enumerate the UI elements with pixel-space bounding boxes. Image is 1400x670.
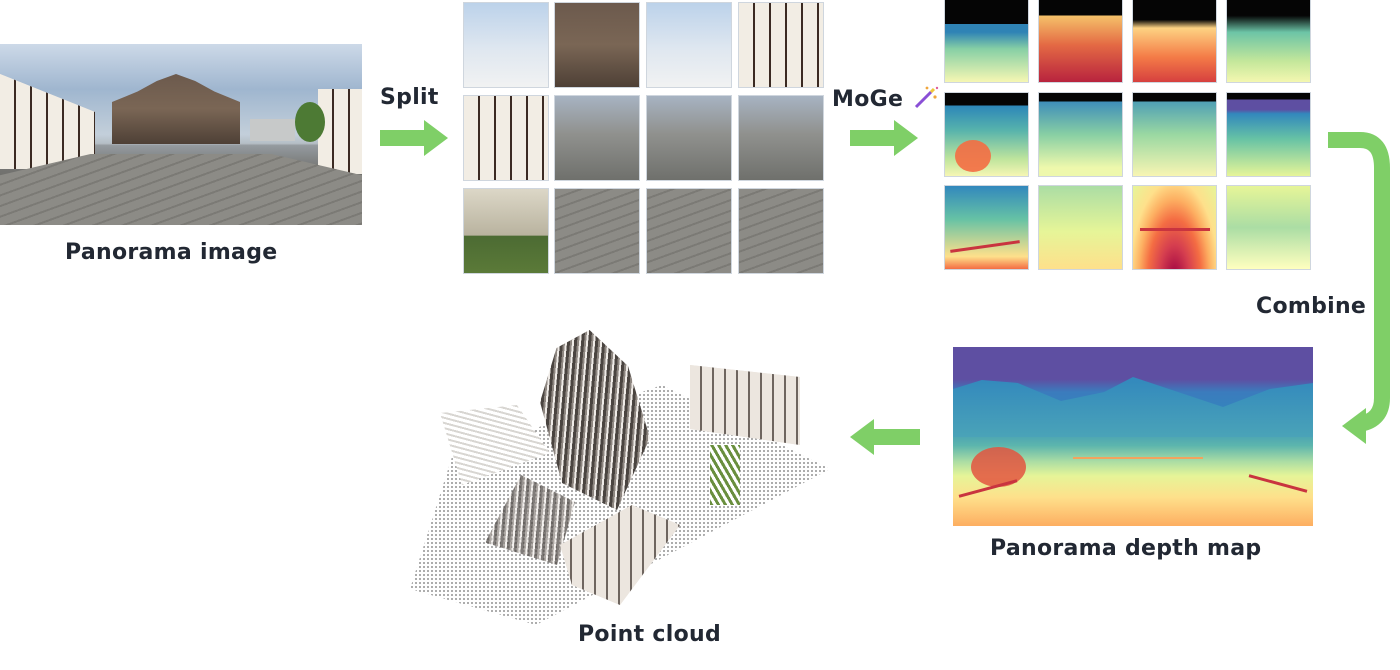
panorama-image-label: Panorama image (65, 240, 278, 265)
depth-view-6 (1038, 92, 1123, 177)
split-view-8 (738, 95, 824, 181)
panorama-depth-map-label: Panorama depth map (990, 536, 1262, 561)
depth-railing-2 (1140, 228, 1210, 231)
split-view-12 (738, 188, 824, 274)
point-cloud-label: Point cloud (578, 622, 722, 647)
magic-wand-icon (915, 86, 939, 109)
moge-arrow (850, 120, 918, 156)
split-view-2 (554, 2, 640, 88)
panorama-depth-map (953, 347, 1313, 526)
depth-map-railing-right (1248, 474, 1308, 493)
split-view-3 (646, 2, 732, 88)
panorama-house-right (318, 89, 362, 174)
moge-label: MoGe (832, 85, 939, 112)
depth-view-10 (1038, 185, 1123, 270)
panorama-church (112, 74, 240, 144)
combine-label: Combine (1256, 294, 1367, 319)
depth-view-9 (944, 185, 1029, 270)
depth-view-11 (1132, 185, 1217, 270)
point-cloud (410, 325, 840, 625)
depth-view-12 (1226, 185, 1311, 270)
point-cloud-building-right (690, 365, 800, 445)
panorama-middle-building (250, 119, 295, 141)
depth-blob-orange (955, 140, 991, 172)
depth-map-rail-center (1073, 457, 1203, 459)
panorama-ground (0, 154, 362, 225)
split-view-6 (554, 95, 640, 181)
depth-view-8 (1226, 92, 1311, 177)
split-arrow (380, 120, 448, 156)
depth-map-buildings (953, 377, 1313, 437)
panorama-house-left (0, 74, 95, 169)
point-cloud-trees (710, 445, 740, 505)
split-view-10 (554, 188, 640, 274)
to-point-cloud-arrow (850, 419, 920, 455)
depth-view-1 (944, 0, 1029, 83)
panorama-tree (295, 102, 325, 142)
combine-arrow (1328, 132, 1390, 444)
panorama-image (0, 44, 362, 225)
depth-view-7 (1132, 92, 1217, 177)
split-view-11 (646, 188, 732, 274)
split-view-4 (738, 2, 824, 88)
depth-map-orange-blob (971, 447, 1026, 487)
split-label: Split (380, 85, 439, 110)
split-view-1 (463, 2, 549, 88)
split-view-5 (463, 95, 549, 181)
split-view-7 (646, 95, 732, 181)
depth-view-3 (1132, 0, 1217, 83)
moge-text: MoGe (832, 87, 904, 112)
depth-view-4 (1226, 0, 1311, 83)
split-view-9 (463, 188, 549, 274)
depth-view-2 (1038, 0, 1123, 83)
